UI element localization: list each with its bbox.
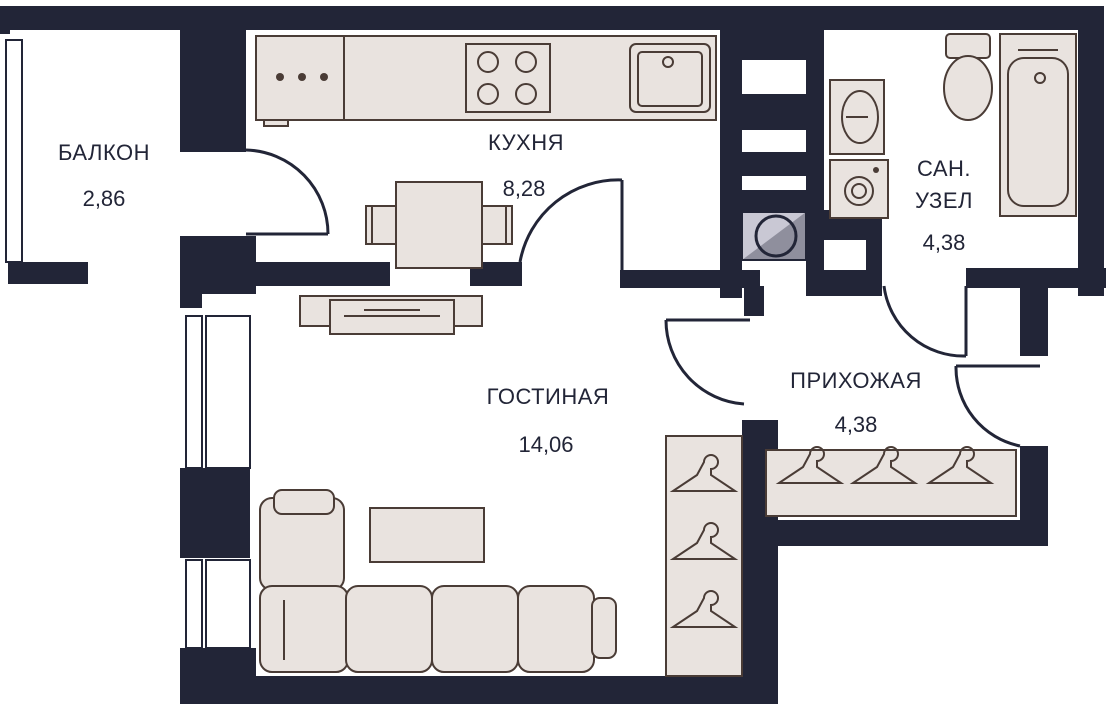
washbasin-icon xyxy=(829,79,885,155)
bathroom-label-line1: САН. xyxy=(917,156,971,181)
hallway-label: ПРИХОЖАЯ xyxy=(790,368,922,393)
bathroom-area: 4,38 xyxy=(923,230,966,255)
hallway-area: 4,38 xyxy=(835,412,878,437)
kitchen-area: 8,28 xyxy=(503,176,546,201)
hanger-icon xyxy=(669,522,739,560)
windows xyxy=(5,39,251,649)
dining-table-icon xyxy=(365,181,513,269)
washing-machine-icon xyxy=(829,159,889,219)
coffee-table-icon xyxy=(369,507,485,563)
hanger-icon xyxy=(669,454,739,492)
doors xyxy=(245,148,1040,448)
tv-stand-icon xyxy=(299,295,483,335)
sink-icon xyxy=(629,43,711,113)
walls xyxy=(0,6,1106,704)
sofa-icon xyxy=(259,489,617,673)
hanger-icon xyxy=(849,446,919,484)
living-room-area: 14,06 xyxy=(518,432,573,457)
toilet-icon xyxy=(943,33,993,121)
hanger-icon xyxy=(775,446,845,484)
living-room-label: ГОСТИНАЯ xyxy=(487,384,610,409)
hanger-icon xyxy=(669,590,739,628)
kitchen-label: КУХНЯ xyxy=(488,130,564,155)
balcony-area: 2,86 xyxy=(83,186,126,211)
oven-icon xyxy=(276,73,328,81)
hanger-icon xyxy=(925,446,995,484)
bathroom-label-line2: УЗЕЛ xyxy=(915,188,973,213)
bathtub-icon xyxy=(999,33,1077,217)
balcony-label: БАЛКОН xyxy=(58,140,150,165)
ventilation-shaft xyxy=(741,211,807,261)
stove-icon xyxy=(465,43,551,113)
